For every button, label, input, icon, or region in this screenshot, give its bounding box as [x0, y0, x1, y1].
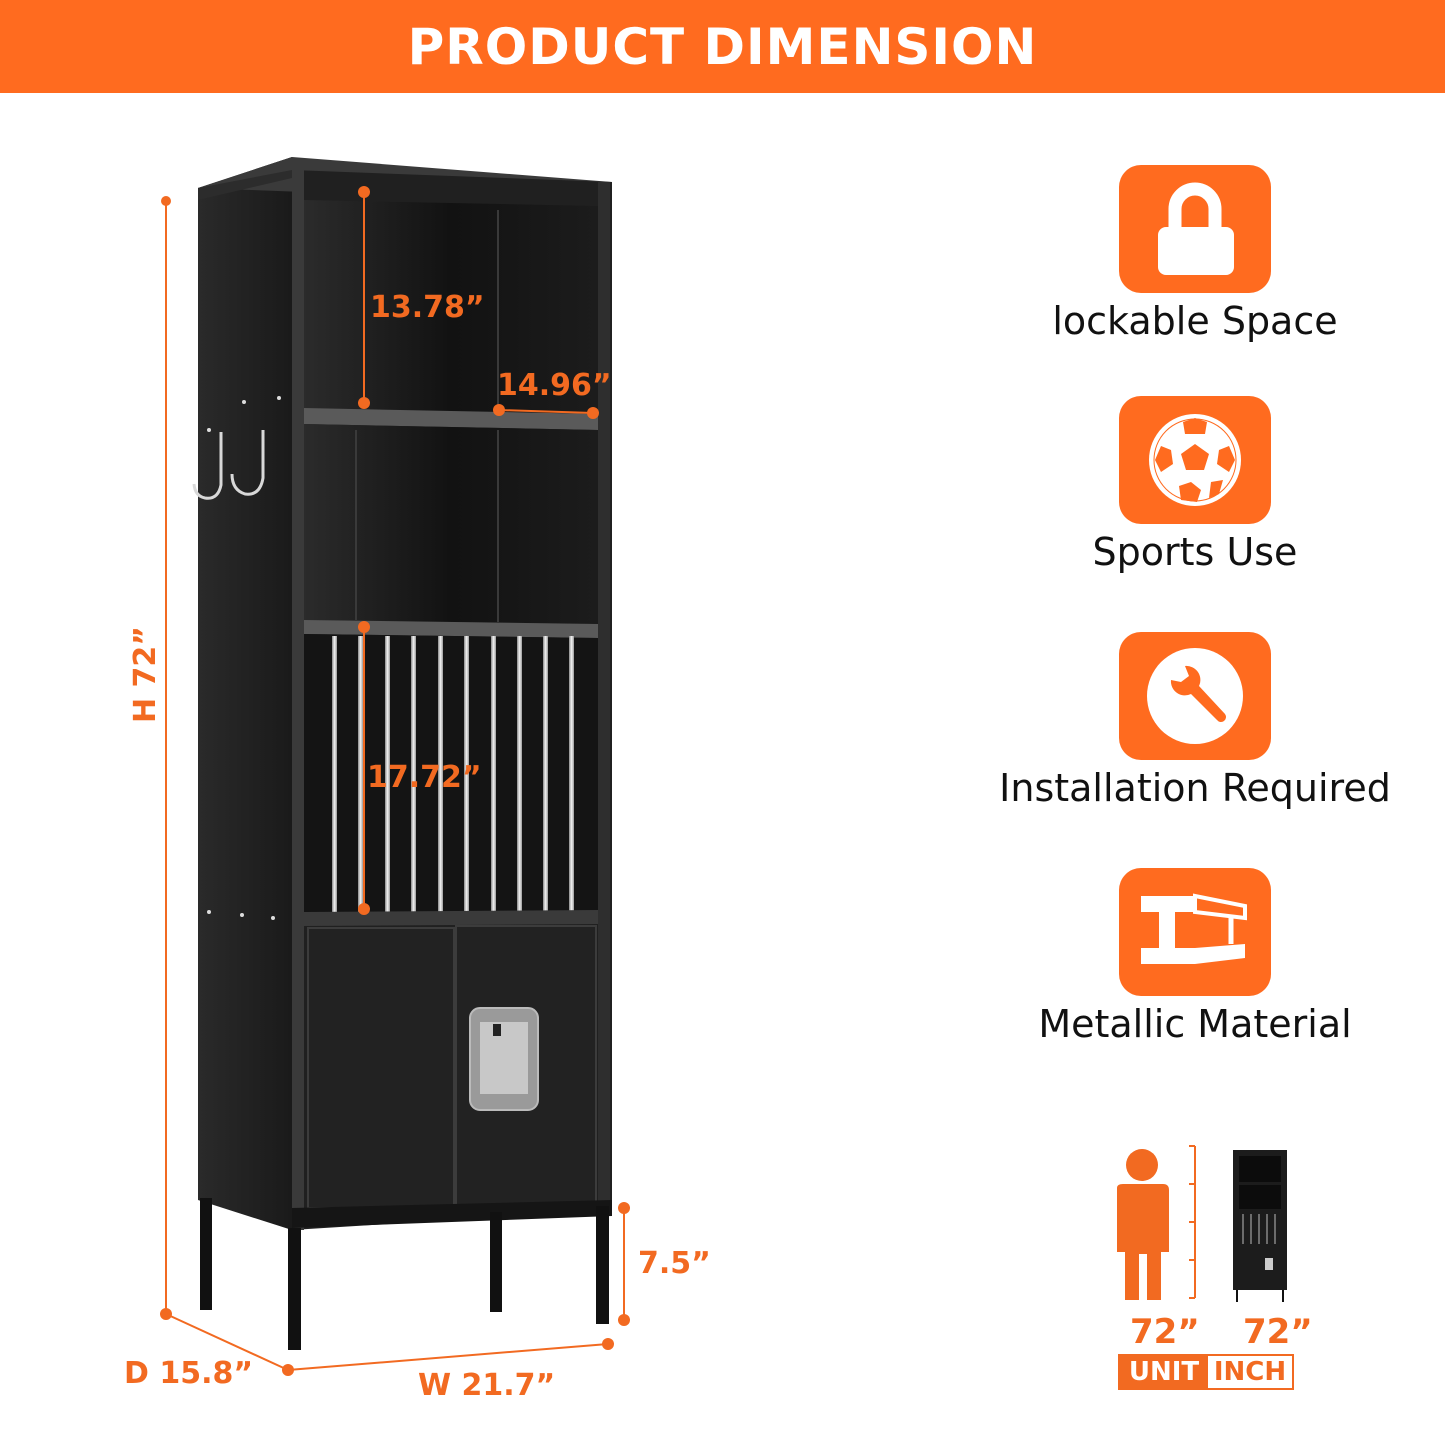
unit-label: UNIT [1120, 1356, 1208, 1388]
rack-height-label: 17.72” [367, 760, 482, 795]
depth-dimension-label: D 15.8” [124, 1356, 254, 1391]
top-shelf-height-label: 13.78” [370, 290, 485, 325]
unit-badge: UNIT INCH [1118, 1354, 1294, 1390]
feature-label: Installation Required [999, 766, 1391, 810]
hooks [192, 430, 265, 500]
width-dimension-label: W 21.7” [418, 1368, 556, 1403]
lock-icon [1119, 165, 1271, 293]
header-banner: PRODUCT DIMENSION [0, 0, 1445, 93]
feature-label: lockable Space [1052, 299, 1338, 343]
page-title: PRODUCT DIMENSION [407, 17, 1038, 76]
feature-lockable: lockable Space [965, 165, 1425, 343]
wrench-icon [1119, 632, 1271, 760]
person-icon [1117, 1145, 1287, 1302]
soccer-ball-icon [1119, 396, 1271, 524]
cabinet-height-value: 72” [1243, 1312, 1313, 1352]
unit-value: INCH [1213, 1357, 1287, 1387]
height-dimension-label: H 72” [128, 625, 163, 723]
leg-height-dimension-label: 7.5” [638, 1246, 711, 1281]
feature-metal: Metallic Material [965, 868, 1425, 1046]
person-height-value: 72” [1130, 1312, 1200, 1352]
i-beam-icon [1119, 868, 1271, 996]
cabinet-illustration [160, 157, 630, 1376]
feature-installation: Installation Required [965, 632, 1425, 810]
rack-rods [332, 636, 574, 916]
height-comparison [1105, 1140, 1325, 1400]
mini-cabinet-icon [1233, 1150, 1287, 1302]
shelf-depth-label: 14.96” [497, 368, 612, 403]
feature-label: Metallic Material [1038, 1002, 1352, 1046]
feature-label: Sports Use [1092, 530, 1298, 574]
feature-sports: Sports Use [965, 396, 1425, 574]
